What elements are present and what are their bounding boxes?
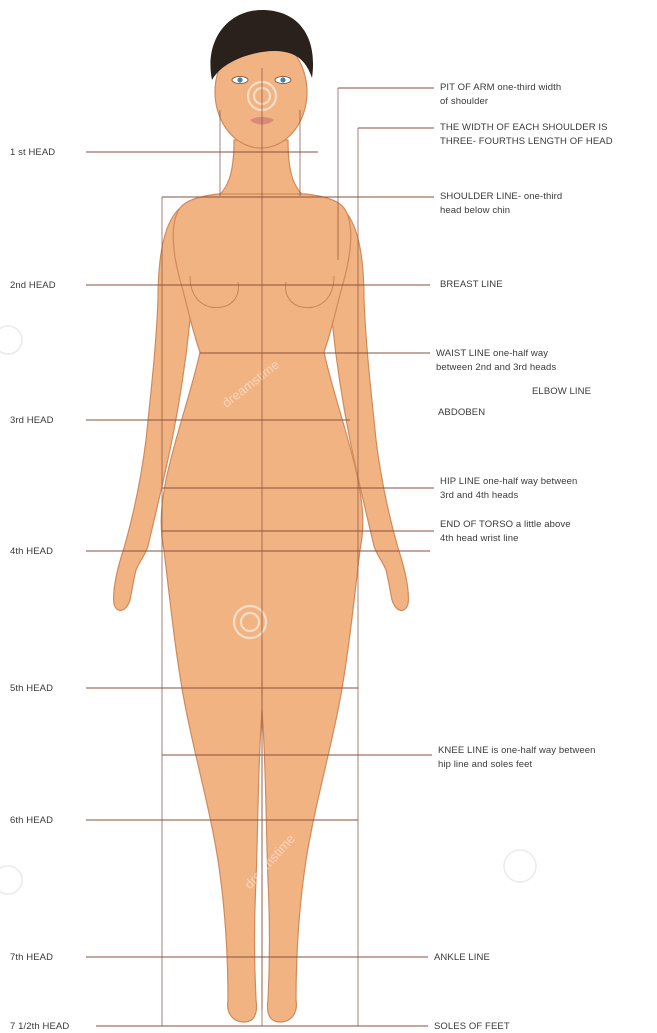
knee-line-line1: KNEE LINE is one-half way between	[438, 745, 596, 756]
ankle-line-label: ANKLE LINE	[434, 952, 490, 963]
head-label-4: 4th HEAD	[10, 546, 53, 557]
elbow-line-label: ELBOW LINE	[532, 386, 591, 397]
waist-line-line2: between 2nd and 3rd heads	[436, 362, 556, 373]
shoulder-width-line2: THREE- FOURTHS LENGTH OF HEAD	[440, 136, 613, 147]
hip-line-line2: 3rd and 4th heads	[440, 490, 518, 501]
head-label-6: 6th HEAD	[10, 815, 53, 826]
hip-line-line1: HIP LINE one-half way between	[440, 476, 577, 487]
end-of-torso-line1: END OF TORSO a little above	[440, 519, 571, 530]
abdomen-label: ABDOBEN	[438, 407, 485, 418]
shoulder-width-line1: THE WIDTH OF EACH SHOULDER IS	[440, 122, 608, 133]
head-label-3: 3rd HEAD	[10, 415, 54, 426]
soles-of-feet-label: SOLES OF FEET	[434, 1021, 510, 1032]
annotations: PIT OF ARM one-third width of shoulder T…	[434, 82, 613, 1032]
head-labels: 1 st HEAD 2nd HEAD 3rd HEAD 4th HEAD 5th…	[10, 147, 69, 1032]
head-label-5: 5th HEAD	[10, 683, 53, 694]
head-label-1: 1 st HEAD	[10, 147, 55, 158]
shoulder-line-line1: SHOULDER LINE- one-third	[440, 191, 562, 202]
waist-line-line1: WAIST LINE one-half way	[436, 348, 548, 359]
head-label-7: 7th HEAD	[10, 952, 53, 963]
pit-of-arm-line2: of shoulder	[440, 96, 488, 107]
knee-line-line2: hip line and soles feet	[438, 759, 532, 770]
shoulder-line-line2: head below chin	[440, 205, 510, 216]
end-of-torso-line2: 4th head wrist line	[440, 533, 518, 544]
head-label-7-5: 7 1/2th HEAD	[10, 1021, 69, 1032]
head-label-2: 2nd HEAD	[10, 280, 56, 291]
pit-of-arm-line1: PIT OF ARM one-third width	[440, 82, 561, 93]
breast-line-label: BREAST LINE	[440, 279, 503, 290]
